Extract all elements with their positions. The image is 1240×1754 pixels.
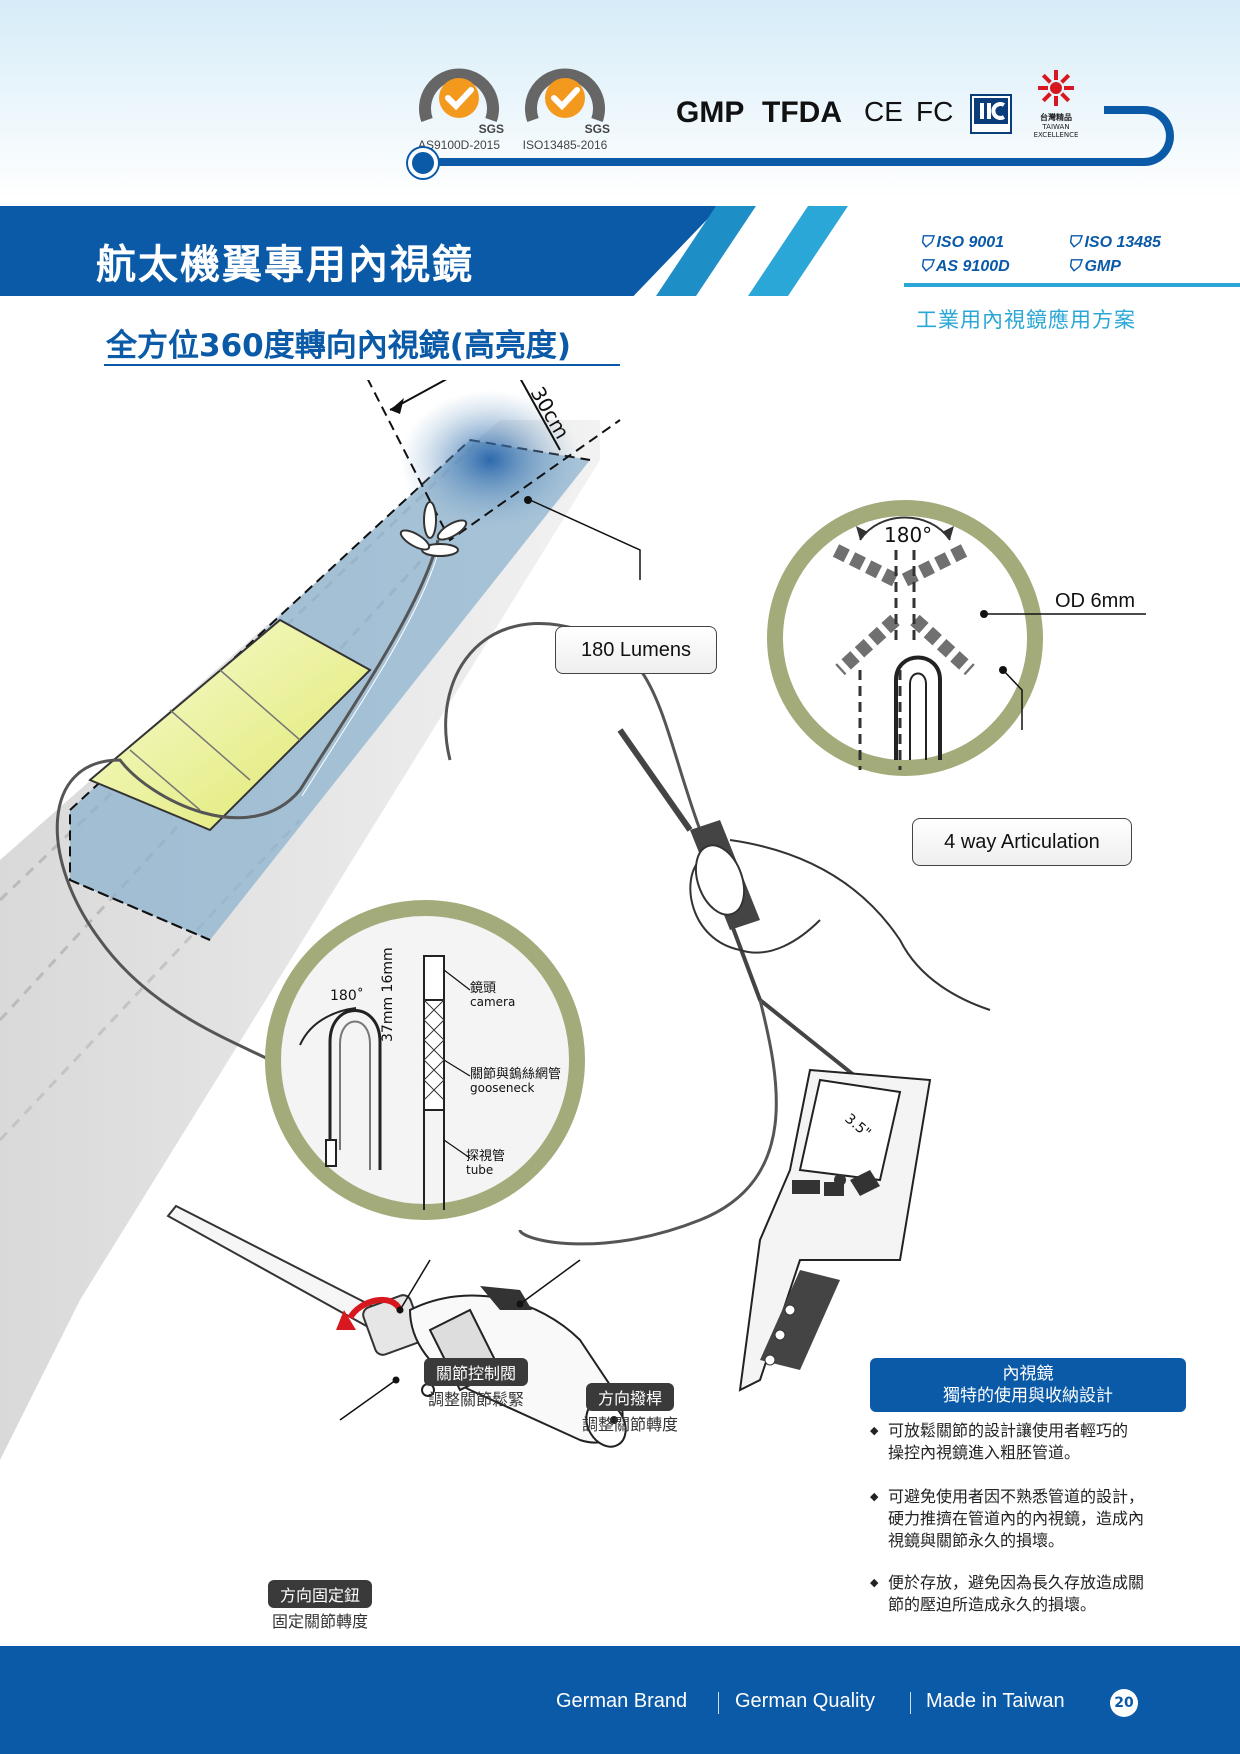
fcc-mark: FC xyxy=(916,96,954,127)
probe-tip-icon xyxy=(399,501,468,557)
tube-label-cn: 探視管 xyxy=(466,1149,505,1164)
endoscope-illustration: 30cm 30cm 3.5" xyxy=(0,380,1146,1460)
page-title: 航太機翼專用內視鏡 xyxy=(96,242,474,288)
bullet-item: 便於存放，避免因為長久存放造成關 節的壓迫所造成永久的損壞。 xyxy=(870,1572,1190,1616)
cert-bar-dot xyxy=(408,148,438,178)
header-band xyxy=(0,206,720,296)
tube-label-en: tube xyxy=(466,1163,493,1177)
footer-separator xyxy=(910,1692,911,1714)
part-tag: 方向撥桿 xyxy=(586,1383,675,1411)
taiwan-excellence-icon xyxy=(1038,70,1074,106)
sgs-seal-icon xyxy=(525,68,605,123)
part-desc: 調整關節轉度 xyxy=(582,1415,679,1434)
part-tag: 關節控制閥 xyxy=(424,1358,529,1386)
gooseneck-label-cn: 關節與鎢絲網管 xyxy=(470,1066,561,1082)
top-background xyxy=(0,0,1240,200)
page-number: 20 xyxy=(1110,1689,1138,1717)
part-desc: 固定關節轉度 xyxy=(272,1612,369,1631)
display-unit: 3.5" xyxy=(738,1068,932,1392)
display-screen xyxy=(798,1078,902,1182)
gooseneck-detail: 180˚ 37mm 16mm 鏡頭 camera 關節與鎢絲網管 goosene… xyxy=(265,900,585,1220)
taiwan-excellence-logo: 台灣精品 TAIWAN EXCELLENCE xyxy=(1020,68,1092,139)
design-title-line2: 獨特的使用與收納設計 xyxy=(943,1386,1113,1406)
probe-cable xyxy=(55,539,440,1062)
sgs-seal-icon xyxy=(419,68,499,123)
angle-label: 180˚ xyxy=(330,987,364,1004)
footer-item: Made in Taiwan xyxy=(926,1690,1065,1712)
gooseneck-label-en: gooseneck xyxy=(470,1081,535,1095)
articulation-detail: 180° xyxy=(767,500,1043,776)
ce-mark: CE xyxy=(864,96,903,127)
light-beam xyxy=(400,390,580,530)
iso-item: ⛉ AS 9100D xyxy=(920,258,1010,275)
industrial-solution: 工業用內視鏡應用方案 xyxy=(916,308,1136,332)
articulation-callout: 4 way Articulation xyxy=(912,818,1132,866)
camera-label-en: camera xyxy=(470,995,515,1009)
header-stripe xyxy=(748,206,848,296)
taiwan-excellence-cn: 台灣精品 xyxy=(1040,113,1072,122)
design-title-line1: 內視鏡 xyxy=(1002,1364,1054,1384)
probe-handle xyxy=(690,820,760,930)
design-title-box: 內視鏡 獨特的使用與收納設計 xyxy=(870,1358,1186,1412)
footer-item: German Brand xyxy=(556,1690,688,1712)
cert-bar-line xyxy=(414,158,1114,166)
cert-bar-hook xyxy=(1104,106,1174,166)
iso-item: ⛉ ISO 9001 xyxy=(920,234,1005,251)
bullet-item: 可放鬆關節的設計讓使用者輕巧的 操控內視鏡進入粗胚管道。 xyxy=(870,1420,1190,1464)
sgs-badge-iso13485: SGS ISO13485-2016 xyxy=(520,60,610,152)
footer-band xyxy=(0,1646,1240,1754)
sgs-brand-label: SGS xyxy=(478,122,504,136)
dimension-label: 30cm xyxy=(403,380,464,384)
sgs-badge-as9100: SGS AS9100D-2015 xyxy=(414,60,504,152)
display-button[interactable] xyxy=(792,1180,820,1194)
sgs-brand-label: SGS xyxy=(584,122,610,136)
display-dpad[interactable] xyxy=(850,1170,880,1196)
hand-outline xyxy=(729,839,991,1011)
ilac-logo-icon xyxy=(970,94,1012,134)
gmp-mark: GMP xyxy=(676,96,745,129)
wing-tray xyxy=(88,618,372,832)
iso-divider xyxy=(904,283,1240,287)
camera-label-cn: 鏡頭 xyxy=(470,981,496,996)
od-label: OD 6mm xyxy=(1055,590,1135,612)
taiwan-excellence-en: TAIWAN EXCELLENCE xyxy=(1033,123,1079,139)
iso-item: ⛉ GMP xyxy=(1068,258,1121,275)
gooseneck-dims: 37mm 16mm xyxy=(380,947,396,1042)
badge-caption: ISO13485-2016 xyxy=(522,138,608,152)
part-desc: 調整關節鬆緊 xyxy=(428,1390,525,1409)
product-subtitle: 全方位360度轉向內視鏡(高亮度) xyxy=(106,328,572,364)
iso-item: ⛉ ISO 13485 xyxy=(1068,234,1161,251)
badge-caption: AS9100D-2015 xyxy=(417,138,501,152)
wing-surface xyxy=(0,420,600,1460)
lumens-callout: 180 Lumens xyxy=(555,626,717,674)
angle-label: 180° xyxy=(884,523,932,547)
certification-bar: SGS AS9100D-2015 SGS ISO13485-2016 GMP T… xyxy=(408,40,1174,178)
footer-separator xyxy=(718,1692,719,1714)
tfda-mark: TFDA xyxy=(762,96,842,129)
bullet-item: 可避免使用者因不熟悉管道的設計， 硬力推擠在管道內的內視鏡，造成內 視鏡與關節永… xyxy=(870,1486,1190,1552)
display-button[interactable] xyxy=(834,1174,846,1186)
subtitle-underline xyxy=(104,364,620,366)
part-tag: 方向固定鈕 xyxy=(268,1580,373,1608)
footer-item: German Quality xyxy=(735,1690,876,1712)
